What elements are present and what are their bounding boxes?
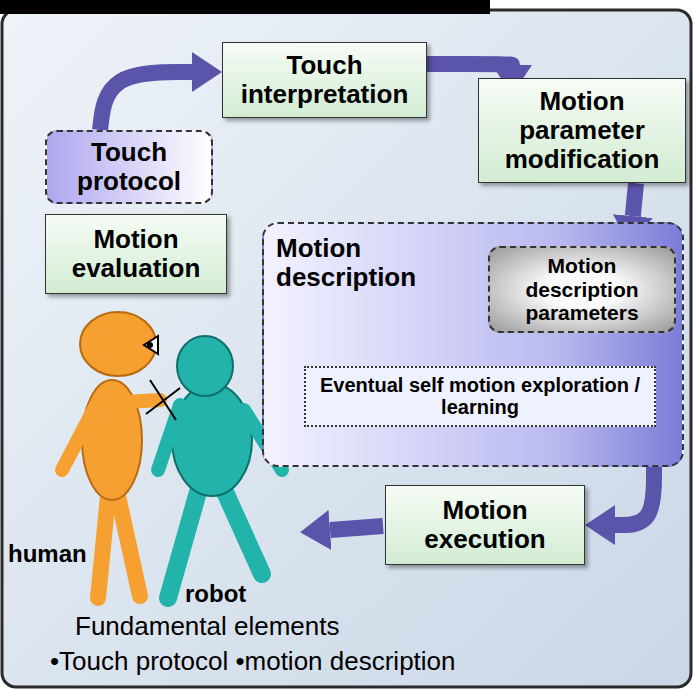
process-box: Touch interpretation	[222, 42, 427, 118]
flow-arrow	[615, 467, 654, 525]
region-heading: Motion description	[276, 234, 476, 292]
figure-label: human	[8, 540, 87, 568]
title-tab	[0, 0, 490, 14]
human-pupil	[147, 342, 153, 348]
footer-list: •Touch protocol •motion description	[50, 647, 456, 677]
execution-arrow	[330, 526, 383, 530]
box-text: Motion execution	[394, 496, 576, 554]
figure-label: robot	[185, 580, 246, 608]
robot-leg	[225, 492, 262, 574]
box-text: Motion parameter modification	[487, 87, 677, 174]
box-text: Eventual self motion exploration / learn…	[314, 374, 646, 419]
box-text: Touch interpretation	[231, 51, 418, 109]
panel-background	[2, 10, 691, 687]
human-eye	[144, 336, 158, 354]
box-text: Motion description parameters	[498, 254, 666, 325]
touch-mark	[146, 380, 180, 420]
robot-head	[177, 336, 233, 396]
process-box: Motion parameter modification	[478, 78, 686, 183]
human-leg	[98, 496, 108, 598]
box-text: Touch protocol	[55, 138, 203, 196]
box-text: Motion evaluation	[54, 225, 218, 283]
description-region: Motion description Motion description par…	[262, 222, 684, 467]
robot-arm	[158, 405, 180, 470]
human-arm	[125, 400, 160, 402]
flow-arrow	[100, 72, 192, 130]
flow-arrow	[427, 64, 512, 65]
flow-arrow	[633, 183, 636, 216]
parameter-box: Motion description parameters	[488, 246, 676, 333]
footer-heading: Fundamental elements	[75, 612, 339, 642]
process-box: Motion execution	[385, 485, 585, 565]
protocol-box: Touch protocol	[45, 130, 213, 204]
human-leg	[118, 496, 140, 596]
learning-box: Eventual self motion exploration / learn…	[304, 366, 656, 427]
human-arm	[62, 405, 96, 470]
touch-stroke	[146, 388, 180, 414]
process-box: Motion evaluation	[45, 214, 227, 294]
